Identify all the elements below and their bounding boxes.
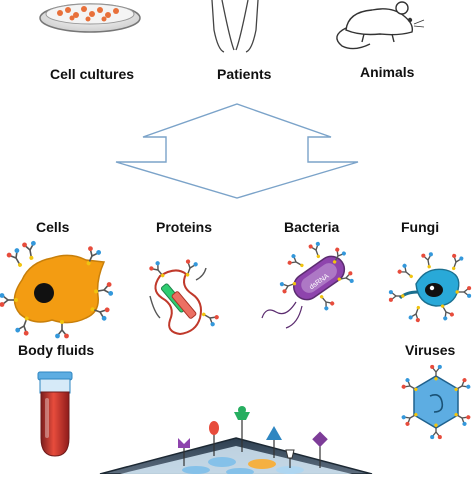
human-figure-icon (211, 0, 259, 53)
label-proteins: Proteins (156, 219, 213, 235)
mouse-icon (336, 1, 425, 50)
label-animals: Animals (360, 64, 415, 80)
down-arrow (115, 103, 359, 199)
protein-icon (147, 258, 221, 336)
bacterium-icon (261, 240, 355, 329)
label-cells: Cells (36, 219, 70, 235)
label-viruses: Viruses (405, 342, 456, 358)
label-patients: Patients (217, 66, 272, 82)
virus-icon (400, 364, 472, 440)
petri-dish-icon (39, 3, 141, 33)
label-body-fluids: Body fluids (18, 342, 95, 358)
antibody-array-icon (99, 406, 373, 476)
label-cell-cultures: Cell cultures (50, 66, 135, 82)
test-tube-icon (37, 371, 73, 457)
label-bacteria: Bacteria (284, 219, 340, 235)
fungus-icon (388, 251, 472, 324)
label-fungi: Fungi (401, 219, 440, 235)
cell-icon (0, 239, 115, 340)
